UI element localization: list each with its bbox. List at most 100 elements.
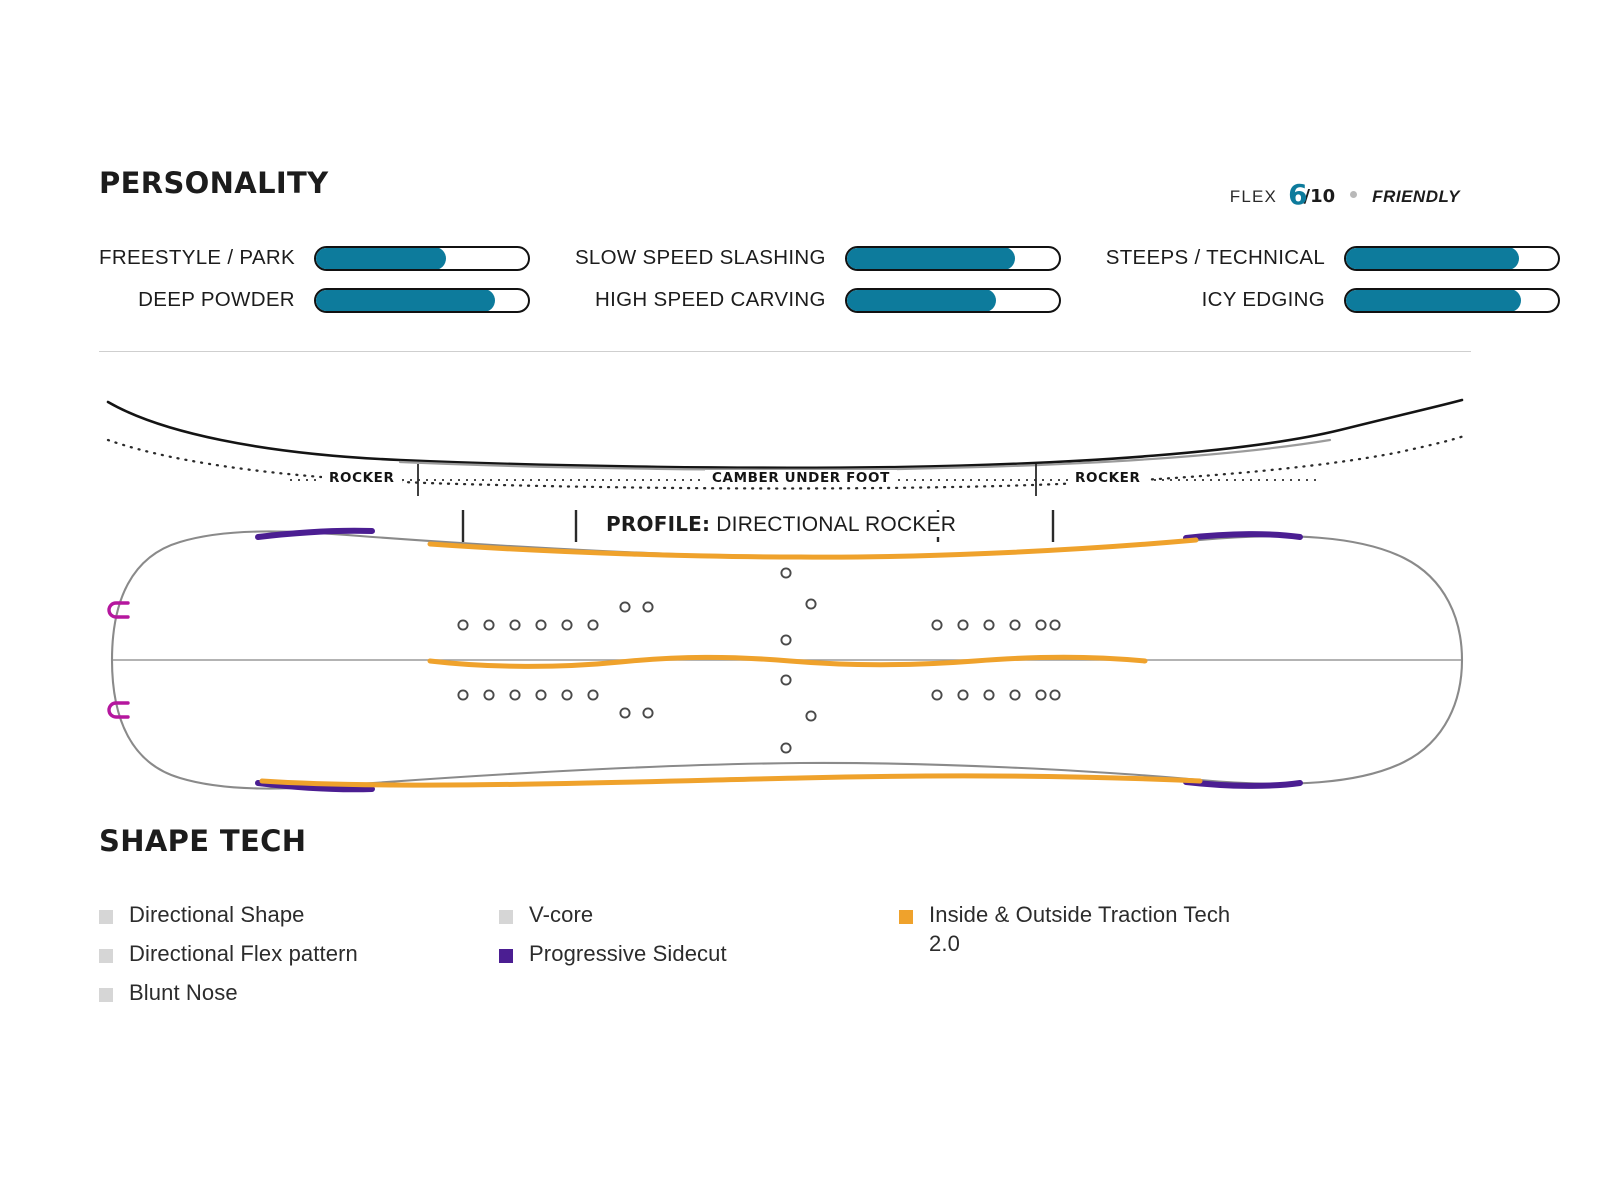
legend-swatch-icon — [99, 949, 113, 964]
insert-hole — [780, 567, 792, 579]
flex-value: 6 — [1288, 178, 1308, 211]
legend-swatch-icon — [499, 949, 513, 964]
legend-swatch-icon — [899, 910, 913, 924]
traction-line-upper-edge — [427, 537, 1199, 560]
rating-row: STEEPS / TECHNICAL — [1105, 237, 1561, 279]
flex-value-group: 6/10 — [1288, 176, 1336, 211]
legend-item-label: Directional Shape — [129, 902, 305, 927]
legend-swatch-icon — [99, 910, 113, 924]
rating-row: HIGH SPEED CARVING — [575, 279, 1061, 321]
legend-column: Inside & Outside Traction Tech 2.0 — [899, 900, 1319, 1007]
profile-base-curve — [398, 438, 1332, 471]
legend-item[interactable]: Directional Shape — [99, 900, 499, 929]
rating-row: FREESTYLE / PARK — [99, 237, 530, 279]
rating-bar-track — [313, 287, 530, 313]
insert-hole — [1035, 689, 1047, 701]
legend-item-label: Inside & Outside Traction Tech 2.0 — [929, 902, 1231, 957]
legend-item[interactable]: Progressive Sidecut — [499, 939, 899, 968]
personality-section-title: PERSONALITY — [99, 166, 329, 200]
rating-bar-fill — [315, 289, 496, 311]
traction-line-center — [427, 654, 1148, 669]
rating-label: HIGH SPEED CARVING — [595, 288, 826, 311]
sidecut-accent-nose-bottom — [255, 780, 375, 793]
insert-hole — [535, 619, 547, 631]
rating-row: SLOW SPEED SLASHING — [575, 237, 1061, 279]
rating-bar-fill — [1346, 247, 1519, 269]
legend-item-label: Blunt Nose — [129, 980, 238, 1006]
insert-hole — [483, 689, 495, 701]
binding-insert-holes — [457, 567, 1061, 754]
insert-hole — [483, 619, 495, 631]
profile-zone-label-rocker-nose: ROCKER — [322, 470, 402, 486]
rating-bar-track — [844, 245, 1061, 271]
profile-caption-key: PROFILE: — [606, 512, 711, 536]
insert-hole — [805, 598, 817, 610]
nose-hook-mark-bottom — [107, 701, 130, 719]
bullet-dot-icon — [1350, 191, 1358, 198]
insert-hole — [983, 619, 995, 631]
insert-hole — [457, 619, 469, 631]
sidecut-accent-nose-top — [255, 527, 375, 540]
insert-hole — [957, 619, 969, 631]
rating-label: ICY EDGING — [1201, 288, 1326, 311]
rating-row: DEEP POWDER — [99, 279, 530, 321]
rating-label: STEEPS / TECHNICAL — [1105, 246, 1326, 269]
insert-hole — [931, 689, 943, 701]
insert-hole — [1049, 619, 1061, 631]
insert-hole — [780, 674, 792, 686]
legend-swatch-icon — [499, 910, 513, 924]
personality-ratings-grid: FREESTYLE / PARK SLOW SPEED SLASHING STEEP… — [99, 237, 1561, 321]
sidecut-accent-tail-top — [1183, 531, 1303, 541]
profile-top-curve — [106, 398, 1464, 470]
traction-line-lower-edge — [259, 773, 1203, 788]
insert-hole — [805, 710, 817, 722]
insert-hole — [780, 742, 792, 754]
profile-zone-label-camber: CAMBER UNDER FOOT — [705, 470, 897, 486]
insert-hole — [619, 601, 631, 613]
insert-hole — [1049, 689, 1061, 701]
section-divider — [99, 351, 1471, 352]
rating-bar-fill — [846, 247, 1016, 269]
rating-row: ICY EDGING — [1106, 279, 1561, 321]
legend-item[interactable]: Inside & Outside Traction Tech 2.0 — [899, 900, 1319, 958]
rating-bar-fill — [846, 289, 997, 311]
rating-bar-track — [313, 245, 530, 271]
board-topdown-diagram — [107, 527, 1464, 793]
flex-descriptor: FRIENDLY — [1372, 187, 1460, 206]
rating-label: FREESTYLE / PARK — [99, 246, 295, 269]
insert-hole — [1009, 619, 1021, 631]
rating-label: DEEP POWDER — [138, 288, 295, 311]
insert-hole — [619, 707, 631, 719]
insert-hole — [509, 619, 521, 631]
insert-hole — [642, 601, 654, 613]
nose-hook-mark-top — [107, 601, 130, 619]
insert-hole — [931, 619, 943, 631]
insert-hole — [561, 689, 573, 701]
insert-hole — [780, 634, 792, 646]
insert-hole — [587, 689, 599, 701]
insert-hole — [561, 619, 573, 631]
rating-bar-track — [1344, 287, 1561, 313]
legend-item[interactable]: V-core — [499, 900, 899, 929]
legend-item-label: Progressive Sidecut — [529, 941, 727, 967]
profile-zone-label-rocker-tail: ROCKER — [1068, 470, 1148, 486]
flex-scale: /10 — [1303, 186, 1336, 207]
rating-bar-track — [844, 287, 1061, 313]
legend-item[interactable]: Directional Flex pattern — [99, 939, 499, 968]
insert-hole — [642, 707, 654, 719]
insert-hole — [1035, 619, 1047, 631]
legend-item[interactable]: Blunt Nose — [99, 978, 499, 1007]
legend-item-label: Directional Flex pattern — [129, 941, 358, 967]
insert-hole — [457, 689, 469, 701]
legend-item-label: V-core — [529, 902, 594, 927]
rating-label: SLOW SPEED SLASHING — [574, 246, 826, 269]
insert-hole — [1009, 689, 1021, 701]
flex-readout: FLEX 6/10 FRIENDLY — [1230, 176, 1460, 211]
profile-caption-value: DIRECTIONAL ROCKER — [710, 513, 957, 536]
rating-bar-track — [1344, 245, 1561, 271]
insert-hole — [509, 689, 521, 701]
